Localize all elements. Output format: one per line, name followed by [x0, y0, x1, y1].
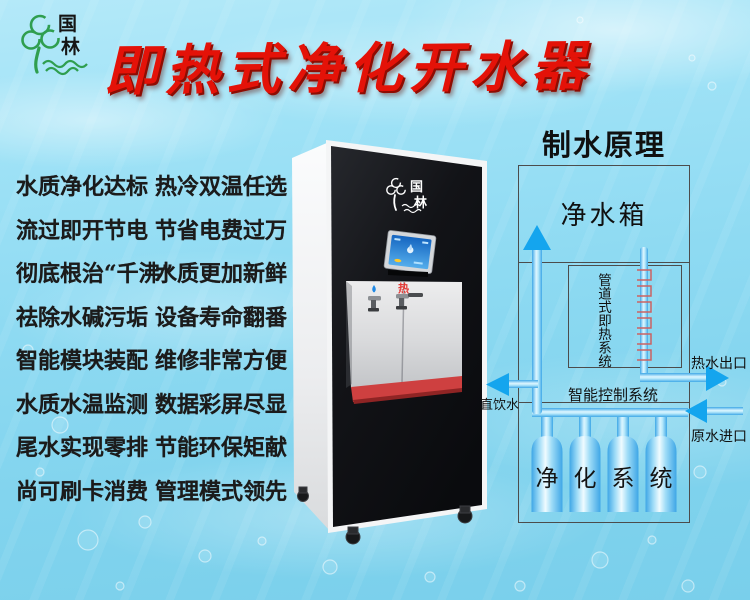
- feature-item: 智能模块装配: [16, 348, 149, 374]
- machine-logo-char-2: 林: [414, 195, 427, 211]
- brand-logo: 国 林: [20, 9, 120, 81]
- display-screen: [383, 230, 437, 274]
- diagram-title: 制水原理: [541, 130, 666, 162]
- hot-faucet: 热: [396, 281, 423, 310]
- feature-list: 水质净化达标 流过即开节电 彻底根治“千沸” 祛除水碱污垢 智能模块装配 水质水…: [16, 166, 296, 506]
- cold-faucet: [368, 285, 381, 312]
- filter-char: 统: [649, 465, 673, 491]
- feature-item: 水质更加新鲜: [155, 261, 288, 287]
- control-system-label: 智能控制系统: [567, 387, 658, 404]
- feature-item: 数据彩屏尽显: [155, 391, 288, 418]
- machine-front-panel: [331, 146, 482, 527]
- feature-item: 彻底根治“千沸”: [16, 261, 174, 287]
- feature-item: 设备寿命翻番: [155, 304, 288, 331]
- machine-logo-char-1: 国: [410, 180, 423, 195]
- heater-box: [568, 265, 682, 368]
- feature-item: 水质净化达标: [16, 174, 149, 200]
- feature-column-2: 热冷双温任选 节省电费过万 水质更加新鲜 设备寿命翻番 维修非常方便 数据彩屏尽…: [155, 166, 287, 514]
- hot-label: 热: [398, 281, 409, 295]
- clover-tree-waves-icon: [21, 14, 88, 76]
- cold-drop-icon: [372, 285, 376, 293]
- direct-drink-arrow: [486, 373, 509, 396]
- feature-item: 热冷双温任选: [155, 174, 288, 200]
- filter-char: 净: [535, 465, 559, 491]
- caster-wheels: [297, 486, 473, 545]
- feature-item: 水质水温监测: [16, 391, 149, 418]
- raw-in-pipe: [705, 407, 743, 415]
- brand-char-1: 国: [58, 13, 78, 35]
- control-divider-line: [518, 402, 690, 403]
- diagram-outer-box: [518, 165, 690, 523]
- hot-water-outlet-label: 热水出口: [691, 355, 747, 371]
- main-title: 即热式净化开水器: [103, 33, 593, 103]
- tank-label: 净水箱: [560, 200, 648, 230]
- feature-item: 祛除水碱污垢: [16, 304, 149, 331]
- filter-char: 系: [611, 465, 635, 491]
- feature-column-1: 水质净化达标 流过即开节电 彻底根治“千沸” 祛除水碱污垢 智能模块装配 水质水…: [16, 166, 173, 514]
- feature-item: 维修非常方便: [155, 348, 288, 374]
- dispenser-alcove: [346, 281, 462, 404]
- feature-item: 尾水实现零排: [16, 435, 149, 461]
- feature-item: 节省电费过万: [155, 217, 288, 244]
- drip-tray-edge: [351, 376, 462, 402]
- raw-water-inlet-label: 原水进口: [691, 428, 747, 444]
- machine-side-panel: [292, 142, 330, 531]
- feature-item: 管理模式领先: [155, 478, 288, 505]
- machine-white-frame: [326, 140, 487, 533]
- direct-drink-label: 直饮水: [480, 397, 520, 412]
- feature-item: 尚可刷卡消费: [16, 478, 149, 505]
- machine-logo-icon: [386, 177, 422, 214]
- filter-char: 化: [573, 465, 597, 491]
- feature-item: 流过即开节电: [16, 217, 149, 244]
- feature-item: 节能环保矩献: [155, 435, 288, 461]
- tank-divider-line: [518, 262, 690, 263]
- heater-label: 管道式即热系统: [596, 272, 611, 368]
- vent-slot: [388, 270, 428, 277]
- brand-char-2: 林: [61, 36, 81, 58]
